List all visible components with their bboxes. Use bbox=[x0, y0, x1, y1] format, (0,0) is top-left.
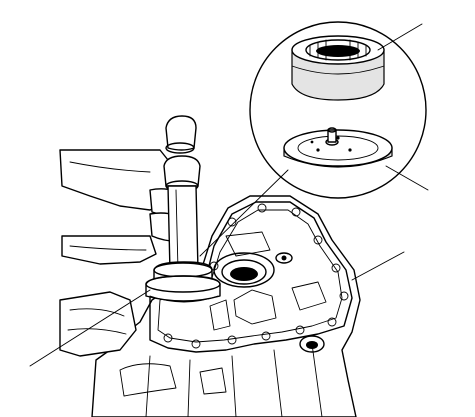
disc-tool bbox=[283, 127, 393, 168]
hand-lower bbox=[59, 291, 137, 357]
detail-inset bbox=[199, 21, 427, 257]
callout-leaders bbox=[29, 23, 429, 367]
transmission-housing bbox=[91, 195, 361, 417]
callout-leader-installer bbox=[29, 289, 151, 367]
installer-base bbox=[145, 261, 221, 303]
callout-leader-disc-tool bbox=[385, 165, 429, 191]
installer-driver bbox=[145, 115, 221, 303]
bearing bbox=[291, 35, 385, 101]
callout-leader-housing bbox=[351, 251, 405, 281]
callout-leader-bearing bbox=[377, 23, 423, 51]
flange-bolt-holes bbox=[163, 203, 349, 349]
housing-bore bbox=[213, 252, 275, 288]
